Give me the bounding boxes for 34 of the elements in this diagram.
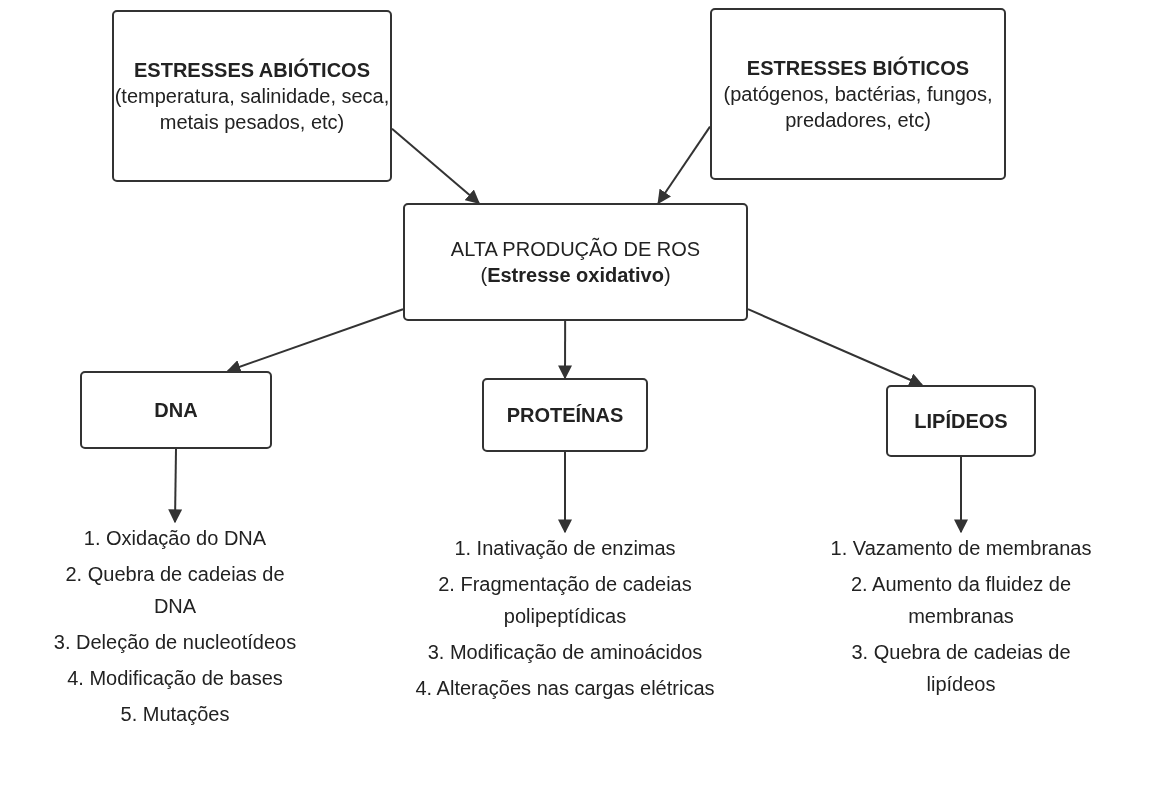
stress-box: [112, 10, 392, 182]
list-item: 1. Vazamento de membranas: [830, 536, 1092, 561]
arrow: [168, 448, 183, 524]
process-box: [403, 203, 748, 321]
arrow: [558, 451, 572, 534]
arrow: [657, 125, 711, 205]
arrow: [558, 320, 573, 380]
stress-box: [710, 8, 1006, 180]
arrow: [226, 308, 404, 374]
target-box: [482, 378, 648, 452]
description: (patógenos, bactérias, fungos, predadores, etc): [722, 82, 994, 133]
list-item: 3. Deleção de nucleotídeos: [53, 630, 297, 655]
arrow: [954, 456, 968, 534]
list-item: 1. Inativação de enzimas: [454, 536, 676, 561]
list-item: 4. Modificação de bases: [67, 666, 283, 691]
list-item: 2. Fragmentação de cadeias polipeptídicas: [437, 572, 693, 629]
list-item: 4. Alterações nas cargas elétricas: [415, 676, 715, 701]
arrow: [747, 308, 924, 387]
target-box: [886, 385, 1036, 457]
list-item: 3. Quebra de cadeias de lipídeos: [850, 640, 1072, 697]
list-item: 5. Mutações: [120, 702, 230, 727]
label: LIPÍDEOS: [914, 409, 1008, 434]
label: ALTA PRODUÇÃO DE ROS (Estresse oxidativo): [449, 236, 702, 288]
label: DNA: [154, 398, 198, 423]
list-item: 1. Oxidação do DNA: [83, 526, 267, 551]
heading: ESTRESSES BIÓTICOS: [746, 55, 970, 81]
label: PROTEÍNAS: [506, 403, 624, 428]
list-item: 2. Quebra de cadeias de DNA: [64, 562, 286, 619]
description: (temperatura, salinidade, seca, metais pesados, etc): [114, 84, 390, 135]
arrow: [391, 127, 480, 204]
list-item: 3. Modificação de aminoácidos: [427, 640, 703, 665]
list-item: 2. Aumento da fluidez de membranas: [849, 572, 1073, 629]
target-box: [80, 371, 272, 449]
heading: ESTRESSES ABIÓTICOS: [134, 57, 370, 83]
